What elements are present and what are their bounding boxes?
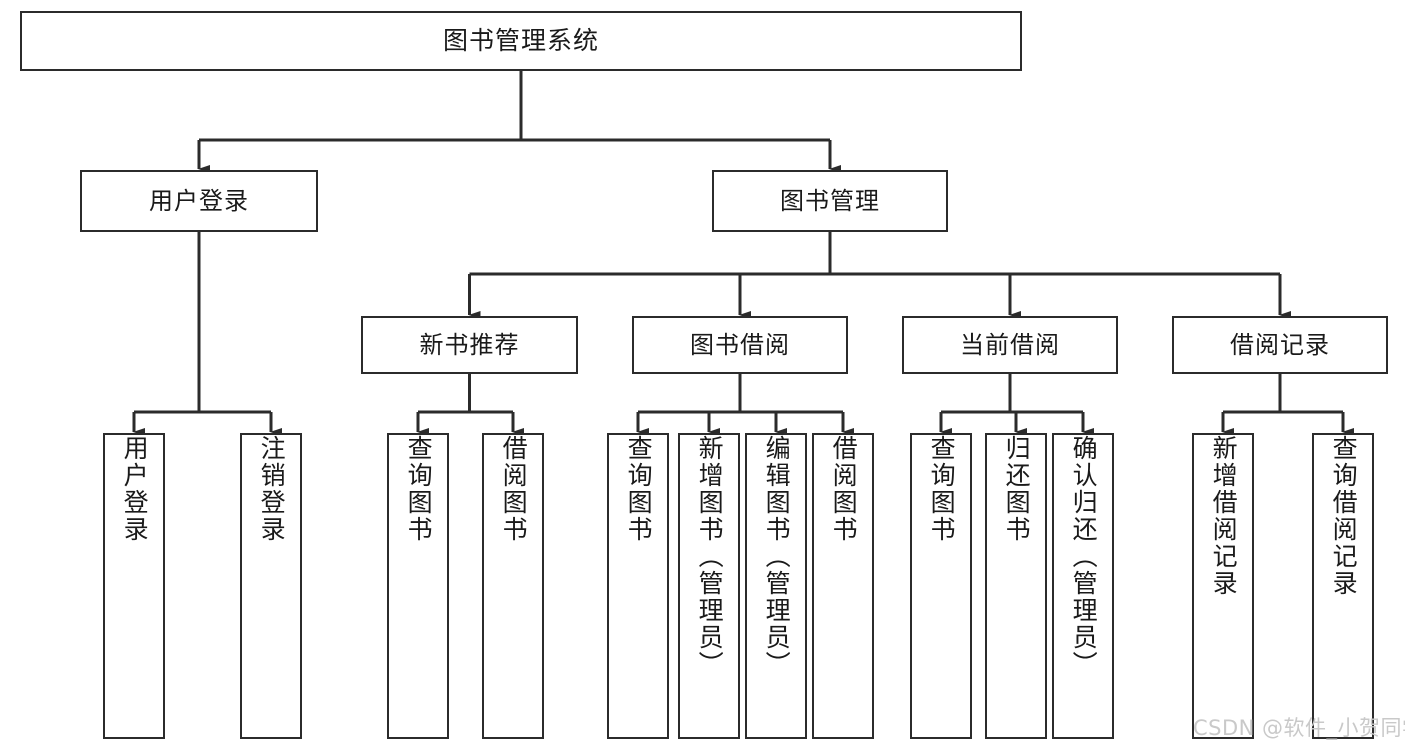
node-label: 当前借阅	[960, 330, 1060, 359]
node-label: 用户登录	[120, 435, 150, 543]
node-label: 图书管理	[780, 186, 880, 215]
node-book-borrow[interactable]: 图书借阅	[632, 316, 848, 374]
node-leaf-logout[interactable]: 注销登录	[240, 433, 302, 739]
node-leaf-user-login[interactable]: 用户登录	[103, 433, 165, 739]
node-leaf-borrow-book-2[interactable]: 借阅图书	[812, 433, 874, 739]
node-root[interactable]: 图书管理系统	[20, 11, 1022, 71]
node-label: 查询图书	[404, 435, 434, 543]
node-leaf-query-book-3[interactable]: 查询图书	[910, 433, 972, 739]
edge-group	[132, 71, 1354, 436]
node-label: 图书管理系统	[442, 26, 599, 56]
node-new-book-rec[interactable]: 新书推荐	[361, 316, 578, 374]
node-label: 查询借阅记录	[1329, 435, 1359, 597]
node-label: 查询图书	[624, 435, 654, 543]
node-leaf-query-book-2[interactable]: 查询图书	[607, 433, 669, 739]
node-label: 新增借阅记录	[1209, 435, 1239, 597]
node-label: 借阅图书	[499, 435, 529, 543]
node-leaf-query-book-1[interactable]: 查询图书	[387, 433, 449, 739]
node-leaf-add-book[interactable]: 新增图书（管理员）	[678, 433, 740, 739]
node-label: 图书借阅	[690, 330, 790, 359]
node-label: 新增图书（管理员）	[695, 435, 725, 678]
node-leaf-query-record[interactable]: 查询借阅记录	[1312, 433, 1374, 739]
node-leaf-edit-book[interactable]: 编辑图书（管理员）	[745, 433, 807, 739]
node-label: 借阅记录	[1230, 330, 1330, 359]
node-current-borrow[interactable]: 当前借阅	[902, 316, 1118, 374]
node-label: 归还图书	[1002, 435, 1032, 543]
node-label: 注销登录	[257, 435, 287, 543]
node-label: 用户登录	[149, 186, 249, 215]
node-user-login[interactable]: 用户登录	[80, 170, 318, 232]
node-leaf-add-record[interactable]: 新增借阅记录	[1192, 433, 1254, 739]
node-borrow-record[interactable]: 借阅记录	[1172, 316, 1388, 374]
node-label: 查询图书	[927, 435, 957, 543]
node-label: 新书推荐	[419, 330, 520, 359]
node-label: 借阅图书	[829, 435, 859, 543]
node-leaf-borrow-book-1[interactable]: 借阅图书	[482, 433, 544, 739]
node-label: 确认归还（管理员）	[1069, 435, 1099, 678]
node-book-manage[interactable]: 图书管理	[712, 170, 948, 232]
node-leaf-return-book[interactable]: 归还图书	[985, 433, 1047, 739]
node-label: 编辑图书（管理员）	[762, 435, 792, 678]
node-leaf-confirm-return[interactable]: 确认归还（管理员）	[1052, 433, 1114, 739]
